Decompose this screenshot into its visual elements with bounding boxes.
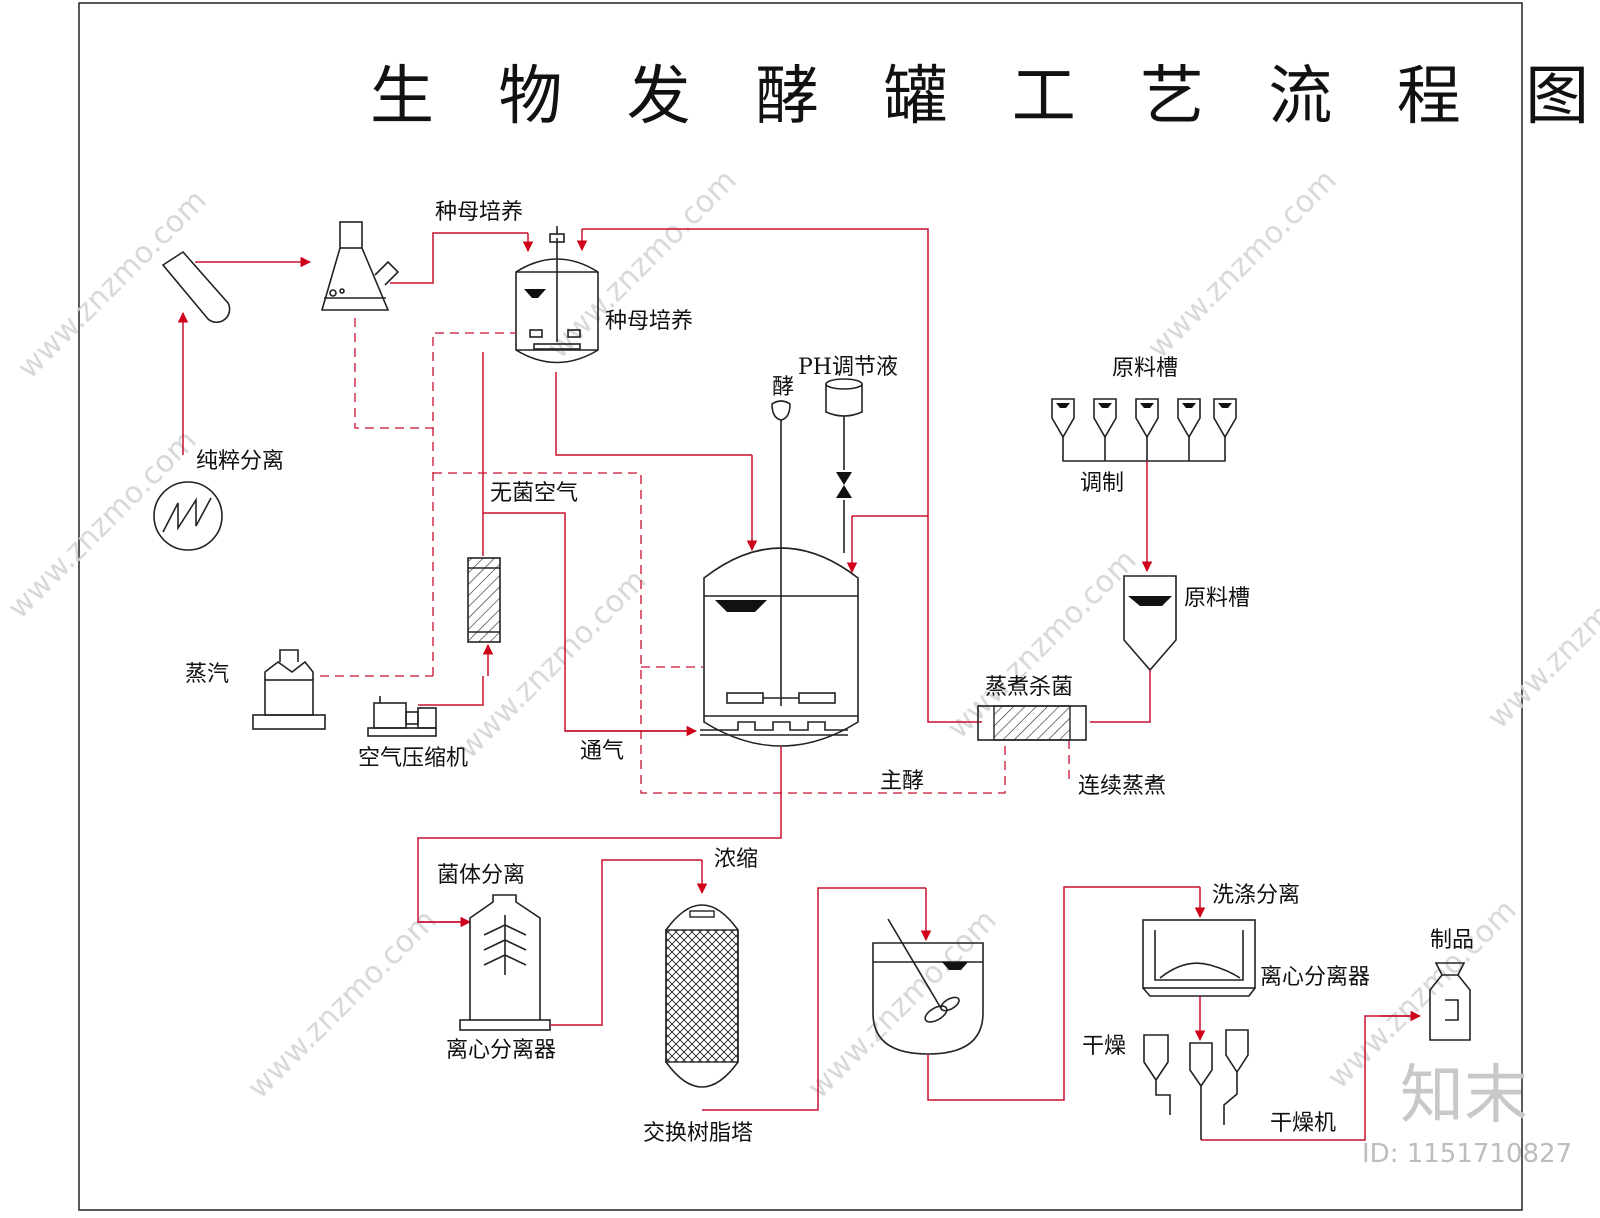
label-steam: 蒸汽 (185, 662, 229, 687)
label-main-ferment: 主酵 (880, 769, 924, 794)
culture-flask (320, 221, 400, 311)
label-continuous-cook: 连续蒸煮 (1078, 774, 1166, 799)
label-centrifuge-left: 离心分离器 (446, 1038, 556, 1063)
watermark-text: www.znzmo.com (1, 423, 204, 626)
flow-line (555, 372, 752, 456)
label-raw-tank-group: 原料槽 (1112, 356, 1178, 381)
label-enzyme: 酵 (772, 375, 794, 400)
label-ph-solution: PH调节液 (798, 355, 898, 380)
flow-line (417, 746, 782, 923)
brand-watermark: 知末 (1400, 1059, 1528, 1133)
air-filter (467, 557, 501, 643)
label-prepare: 调制 (1080, 471, 1124, 496)
steam-dashed-lines (320, 318, 1070, 794)
id-watermark: ID: 1151710827 (1362, 1139, 1572, 1169)
liquid-level-icon (524, 289, 546, 298)
raw-material-tanks (1051, 398, 1237, 462)
label-raw-tank: 原料槽 (1184, 586, 1250, 611)
label-biomass-separation: 菌体分离 (437, 863, 525, 888)
drawing-frame (78, 2, 1523, 1211)
flow-line (927, 516, 982, 723)
watermark-text: www.znzmo.com (241, 903, 444, 1106)
label-seed-culture-right: 种母培养 (605, 309, 693, 334)
valve-icon (836, 472, 852, 498)
label-centrifuge-right: 离心分离器 (1260, 965, 1370, 990)
watermark-text: www.znzmo.com (541, 163, 744, 366)
centrifuge-right (1142, 919, 1256, 997)
ph-tank (825, 378, 863, 553)
seed-culture-tank (515, 226, 599, 364)
enzyme-feeder (771, 400, 791, 421)
pure-separation-vessel (153, 481, 223, 551)
liquid-level-icon (942, 962, 968, 970)
centrifuge-left (459, 894, 551, 1031)
label-concentrate: 浓缩 (714, 847, 758, 872)
ion-exchange-column (665, 904, 739, 1088)
raw-material-tank (1123, 575, 1177, 672)
flow-line (927, 886, 1200, 1101)
flow-line (1090, 670, 1151, 723)
liquid-level-icon (715, 600, 767, 612)
flow-line (582, 228, 929, 516)
label-ion-exchange: 交换树脂塔 (643, 1121, 753, 1146)
label-dry: 干燥 (1082, 1034, 1126, 1059)
tank-level-icons (1056, 403, 1232, 408)
main-fermenter (700, 420, 859, 747)
label-aeration: 通气 (580, 739, 624, 764)
liquid-level-icon (1128, 596, 1172, 606)
watermark-text: www.znzmo.com (1481, 533, 1600, 736)
label-cook-sterilize: 蒸煮杀菌 (985, 675, 1073, 700)
label-sterile-air: 无菌空气 (490, 481, 578, 506)
label-seed-culture-top: 种母培养 (435, 200, 523, 225)
label-wash-separation: 洗涤分离 (1212, 883, 1300, 908)
flow-line (702, 887, 926, 1111)
flow-line (390, 232, 528, 284)
diagram-title: 生 物 发 酵 罐 工 艺 流 程 图 (370, 60, 1600, 134)
label-dryer: 干燥机 (1270, 1111, 1336, 1136)
cook-sterilizer (977, 705, 1087, 741)
steam-boiler (252, 649, 326, 730)
label-product: 制品 (1430, 928, 1474, 953)
air-compressor (367, 696, 437, 737)
label-pure-separation: 纯粹分离 (196, 449, 284, 474)
flow-line (550, 859, 702, 1026)
label-air-compressor: 空气压缩机 (358, 746, 468, 771)
watermark-text: www.znzmo.com (801, 903, 1004, 1106)
watermark-text: www.znzmo.com (1141, 163, 1344, 366)
test-tube (161, 250, 231, 324)
dryer (1143, 1029, 1249, 1140)
product-bottle (1429, 962, 1471, 1041)
